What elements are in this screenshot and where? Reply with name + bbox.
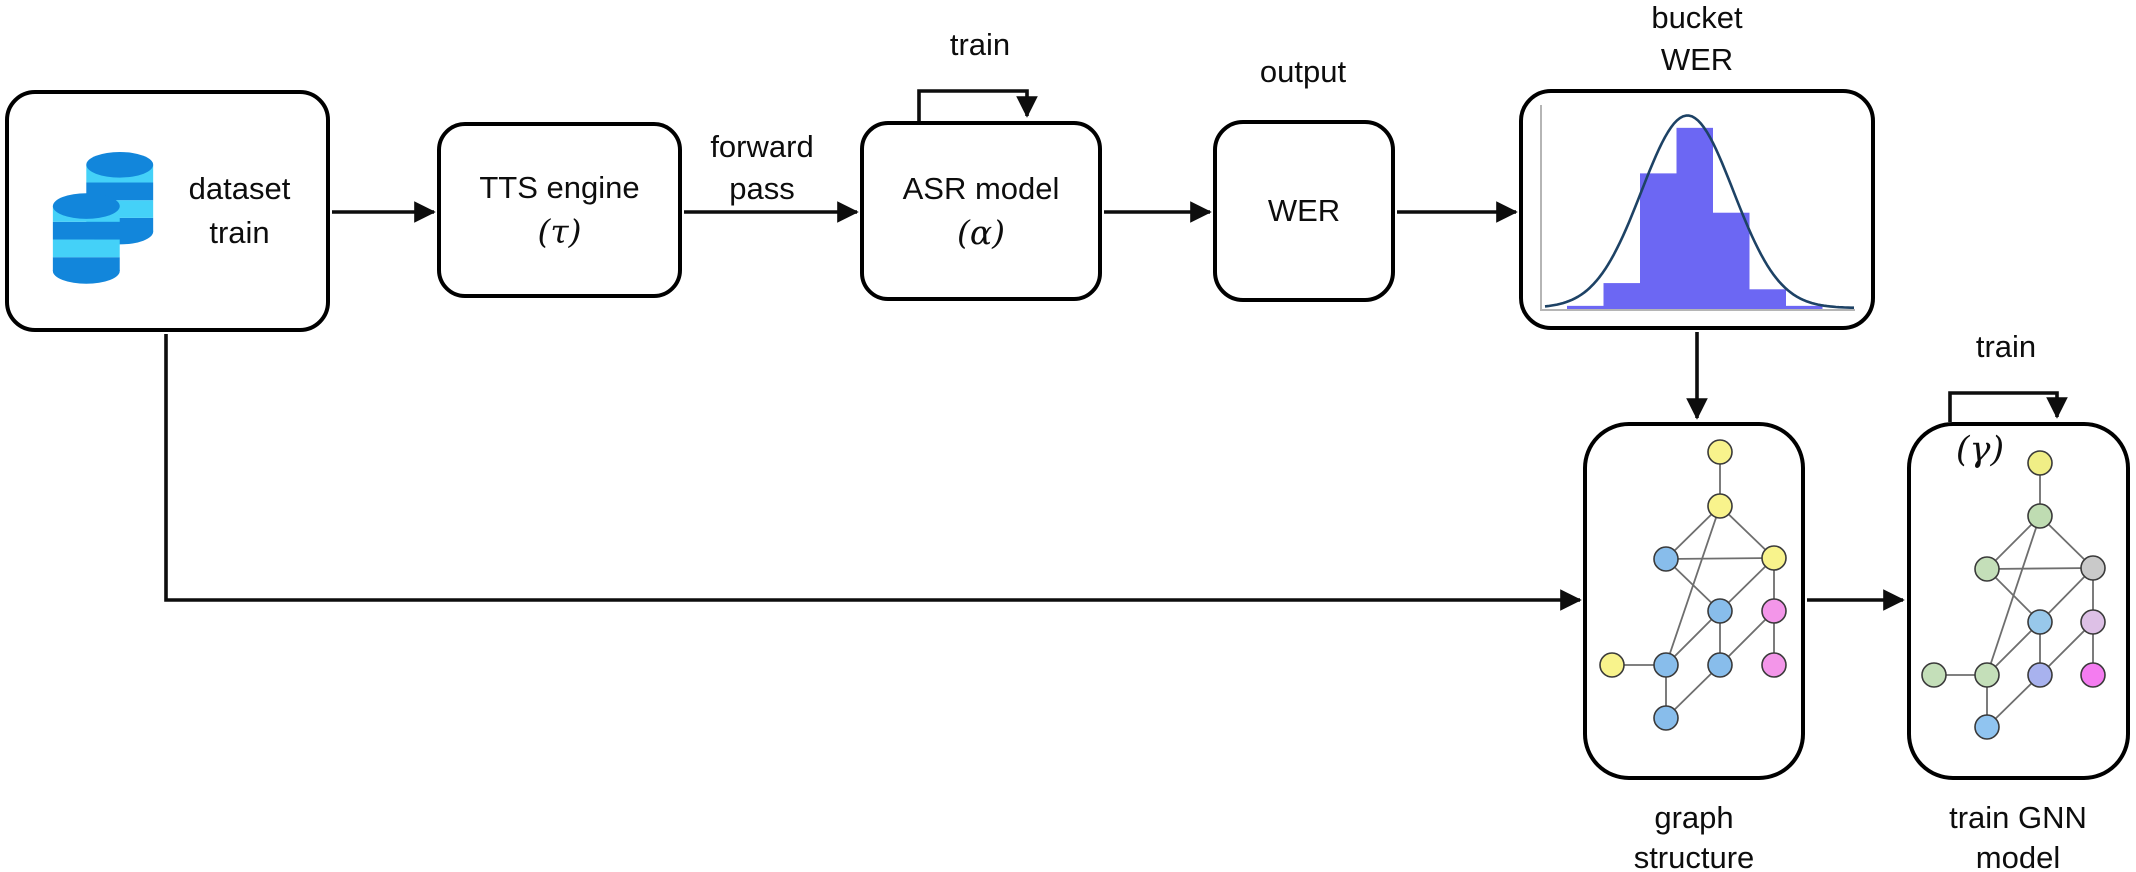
histogram-bar-6 bbox=[1749, 289, 1786, 310]
forward-pass-label-line1: forward bbox=[710, 129, 814, 164]
arrow-gnn-train-loop bbox=[1948, 391, 2068, 422]
train-gnn-model-label-line2: model bbox=[1975, 840, 2061, 872]
graph-structure-label-line2: structure bbox=[1633, 840, 1755, 872]
histogram-bar-4 bbox=[1676, 127, 1713, 310]
bucket-wer-label-line2: WER bbox=[1660, 42, 1734, 77]
gnn-graph-node-C bbox=[1974, 556, 2000, 582]
asr-train-loop-label: train bbox=[949, 27, 1011, 62]
wer-histogram-chart bbox=[1540, 105, 1855, 311]
wer-box: WER bbox=[1213, 120, 1395, 302]
asr-label: ASR model bbox=[902, 171, 1060, 206]
asr-model-box: ASR model (α) bbox=[860, 121, 1102, 301]
database-icon bbox=[52, 152, 153, 284]
graph-structure-label-line1: graph bbox=[1654, 800, 1734, 835]
gnn-graph-node-A bbox=[2027, 450, 2053, 476]
histogram-bar-5 bbox=[1713, 212, 1750, 310]
gnn-graph-node-D bbox=[2080, 555, 2106, 581]
wer-label: WER bbox=[1267, 193, 1341, 228]
graph-structure-node-G bbox=[1599, 652, 1625, 678]
graph-structure-drawing bbox=[1599, 439, 1787, 731]
tts-label: TTS engine bbox=[479, 170, 640, 205]
dataset-label-line1: dataset bbox=[188, 171, 291, 206]
bucket-wer-label: bucket WER bbox=[1651, 0, 1742, 81]
histogram-bar-2 bbox=[1603, 283, 1640, 310]
gnn-graph-node-H bbox=[1974, 662, 2000, 688]
gnn-graph-node-E bbox=[2027, 609, 2053, 635]
tts-engine-box: TTS engine (τ) bbox=[437, 122, 682, 298]
forward-pass-label: forward pass bbox=[710, 126, 813, 210]
arrow-dataset-to-graph bbox=[164, 334, 1582, 611]
gnn-graph-node-G bbox=[1921, 662, 1947, 688]
database-cylinder-front bbox=[52, 193, 120, 284]
gnn-graph-node-I bbox=[2027, 662, 2053, 688]
histogram-axes bbox=[1540, 105, 1855, 311]
asr-alpha-symbol: (α) bbox=[956, 213, 1006, 252]
graph-structure-node-B bbox=[1707, 493, 1733, 519]
graph-structure-label: graph structure bbox=[1634, 798, 1755, 872]
graph-structure-node-J bbox=[1761, 652, 1787, 678]
graph-structure-node-E bbox=[1707, 598, 1733, 624]
train-gnn-model-label: train GNN model bbox=[1949, 798, 2087, 872]
gnn-graph-drawing bbox=[1921, 450, 2106, 740]
gnn-gamma-symbol: (γ) bbox=[1955, 430, 2005, 470]
graph-structure-box bbox=[1583, 422, 1805, 780]
gnn-graph-node-K bbox=[1974, 714, 2000, 740]
graph-structure-node-I bbox=[1707, 652, 1733, 678]
dataset-label-line2: train bbox=[209, 215, 270, 250]
forward-pass-label-line2: pass bbox=[729, 171, 795, 206]
gnn-graph-node-B bbox=[2027, 503, 2053, 529]
histogram-bar-1 bbox=[1567, 305, 1604, 310]
train-gnn-model-label-line1: train GNN bbox=[1949, 800, 2087, 835]
graph-structure-node-D bbox=[1761, 545, 1787, 571]
histogram-gaussian-curve bbox=[1544, 114, 1854, 309]
graph-structure-node-A bbox=[1707, 439, 1733, 465]
dataset-train-box: dataset train bbox=[5, 90, 330, 332]
bucket-wer-label-line1: bucket bbox=[1651, 0, 1743, 35]
histogram-bar-3 bbox=[1640, 173, 1677, 310]
histogram-bar-7 bbox=[1786, 305, 1823, 310]
gnn-graph-node-F bbox=[2080, 609, 2106, 635]
graph-structure-node-C bbox=[1653, 546, 1679, 572]
gnn-graph-edge-CD bbox=[1986, 567, 2094, 570]
gnn-train-loop-label: train bbox=[1975, 329, 2037, 364]
gnn-graph-node-J bbox=[2080, 662, 2106, 688]
graph-structure-node-F bbox=[1761, 598, 1787, 624]
graph-structure-edge-CD bbox=[1665, 557, 1775, 560]
graph-structure-node-H bbox=[1653, 652, 1679, 678]
tts-tau-symbol: (τ) bbox=[537, 212, 582, 251]
output-label: output bbox=[1259, 54, 1347, 89]
graph-structure-node-K bbox=[1653, 705, 1679, 731]
arrow-asr-train-loop bbox=[917, 89, 1038, 121]
